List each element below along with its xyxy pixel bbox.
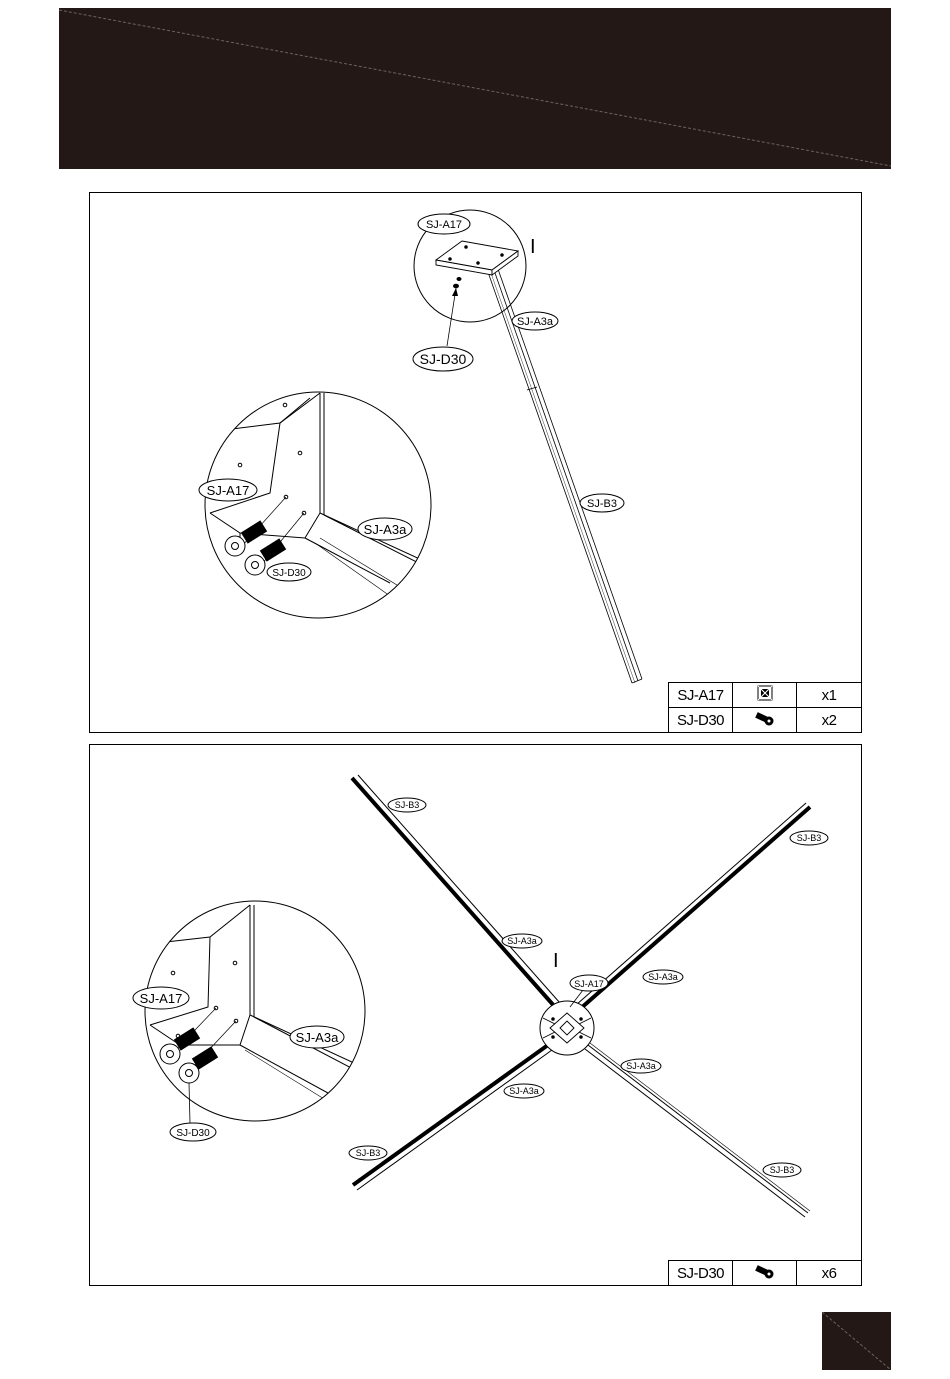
label-a3a: SJ-A3a bbox=[517, 316, 554, 328]
page-corner-tab bbox=[822, 1312, 891, 1370]
part-qty: x6 bbox=[797, 1261, 862, 1286]
header-band bbox=[59, 8, 891, 169]
bracket-top bbox=[436, 241, 518, 275]
bolt-icon bbox=[733, 1261, 797, 1286]
parts-row: SJ-D30 x6 bbox=[669, 1261, 862, 1286]
label-a17-detail: SJ-A17 bbox=[207, 483, 250, 498]
part-code: SJ-D30 bbox=[669, 708, 733, 733]
label-a3a-detail-2: SJ-A3a bbox=[296, 1030, 339, 1045]
step-2-illustration: I SJ-A17 SJ-B3 SJ-B3 SJ-B3 SJ-B3 SJ-A3a … bbox=[90, 745, 861, 1285]
label-a17-detail-2: SJ-A17 bbox=[140, 991, 183, 1006]
bracket-plate-icon bbox=[733, 683, 797, 708]
arrow-d30-top bbox=[452, 288, 458, 296]
part-code: SJ-D30 bbox=[669, 1261, 733, 1286]
parts-row: SJ-D30 x2 bbox=[669, 708, 862, 733]
label-a3a-tl: SJ-A3a bbox=[507, 936, 537, 946]
cross-frame bbox=[352, 775, 810, 1217]
parts-table-step1: SJ-A17 x1 SJ-D30 x2 bbox=[668, 682, 862, 733]
label-a3a-detail: SJ-A3a bbox=[364, 522, 407, 537]
label-b3-tl: SJ-B3 bbox=[395, 800, 420, 810]
step-1-illustration: I SJ-A17 SJ-D30 SJ-A3a SJ-B3 bbox=[90, 193, 861, 732]
label-a17-top: SJ-A17 bbox=[426, 219, 462, 231]
bolts-top bbox=[453, 277, 462, 288]
part-qty: x1 bbox=[797, 683, 862, 708]
label-a17-center: SJ-A17 bbox=[574, 979, 604, 989]
detail-circle-step1 bbox=[205, 392, 431, 618]
label-d30-top: SJ-D30 bbox=[420, 351, 467, 367]
label-d30-detail: SJ-D30 bbox=[272, 568, 306, 579]
label-b3-bl: SJ-B3 bbox=[356, 1148, 381, 1158]
rail-assembly bbox=[482, 252, 642, 683]
detail-circle-step2 bbox=[145, 901, 365, 1121]
label-d30-detail-2: SJ-D30 bbox=[176, 1128, 210, 1139]
label-b3-br: SJ-B3 bbox=[770, 1165, 795, 1175]
step-2-roman: I bbox=[553, 950, 559, 972]
label-a3a-bl: SJ-A3a bbox=[509, 1086, 539, 1096]
step-2-panel: I SJ-A17 SJ-B3 SJ-B3 SJ-B3 SJ-B3 SJ-A3a … bbox=[89, 744, 862, 1286]
label-a3a-tr: SJ-A3a bbox=[648, 972, 678, 982]
parts-row: SJ-A17 x1 bbox=[669, 683, 862, 708]
parts-table-step2: SJ-D30 x6 bbox=[668, 1260, 862, 1286]
part-code: SJ-A17 bbox=[669, 683, 733, 708]
center-bracket-circle bbox=[540, 1001, 594, 1055]
bolt-icon bbox=[733, 708, 797, 733]
label-b3: SJ-B3 bbox=[587, 498, 617, 510]
label-b3-tr: SJ-B3 bbox=[797, 833, 822, 843]
header-diagonal-line bbox=[59, 8, 891, 169]
step-1-roman: I bbox=[530, 236, 536, 258]
label-a3a-br: SJ-A3a bbox=[626, 1061, 656, 1071]
leader-d30-top bbox=[447, 288, 456, 346]
step-1-panel: I SJ-A17 SJ-D30 SJ-A3a SJ-B3 bbox=[89, 192, 862, 733]
part-qty: x2 bbox=[797, 708, 862, 733]
